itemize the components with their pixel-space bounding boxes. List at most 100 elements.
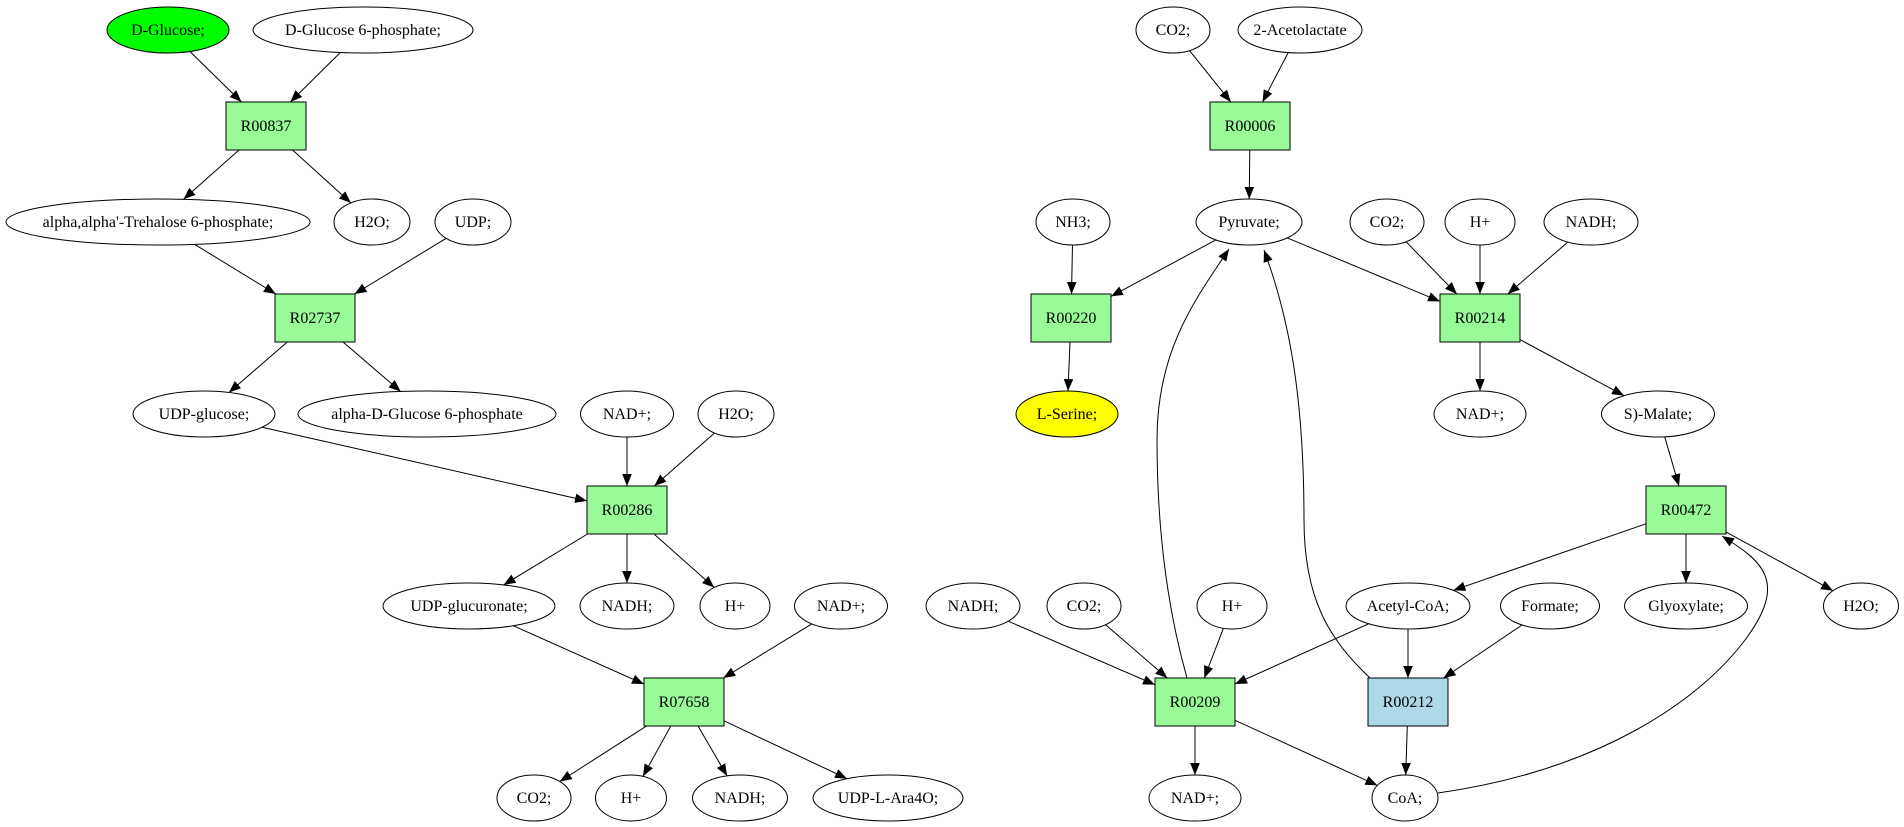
reaction-node-r00212[interactable]: R00212 — [1367, 677, 1449, 727]
node-label: 2-Acetolactate — [1253, 22, 1346, 39]
edges-layer — [183, 50, 1834, 794]
reaction-node-r00837[interactable]: R00837 — [225, 101, 307, 151]
node-label: NH3; — [1055, 214, 1091, 231]
compound-ellipse — [812, 774, 964, 822]
compound-node-nad[interactable]: NAD+; — [1433, 390, 1527, 438]
node-label: Pyruvate; — [1218, 214, 1279, 231]
compound-node-l-serine[interactable]: L-Serine; — [1015, 390, 1119, 438]
reaction-node-r00214[interactable]: R00214 — [1439, 293, 1521, 343]
compound-node-nh3[interactable]: NH3; — [1035, 198, 1111, 246]
compound-node-h2o[interactable]: H2O; — [1823, 582, 1899, 630]
compound-node-alpha-alpha-trehalose-6-phosphate[interactable]: alpha,alpha'-Trehalose 6-phosphate; — [5, 198, 311, 246]
compound-node-co2[interactable]: CO2; — [1135, 6, 1211, 54]
compound-ellipse — [1500, 582, 1600, 630]
compound-node-s-malate[interactable]: S)-Malate; — [1601, 390, 1715, 438]
reaction-node-r00220[interactable]: R00220 — [1030, 293, 1112, 343]
node-label: D-Glucose; — [131, 22, 205, 39]
compound-ellipse — [132, 390, 276, 438]
edge-c-pyruvate-to-r-R00214 — [1287, 237, 1441, 302]
compound-ellipse — [1433, 390, 1527, 438]
node-label: Acetyl-CoA; — [1367, 598, 1450, 615]
compound-ellipse — [333, 198, 411, 246]
node-label: NADH; — [715, 790, 766, 807]
compound-node-nad[interactable]: NAD+; — [580, 390, 674, 438]
reaction-node-r00006[interactable]: R00006 — [1209, 101, 1291, 151]
compound-node-h[interactable]: H+ — [1444, 198, 1516, 246]
compound-ellipse — [1624, 582, 1748, 630]
node-label: R07658 — [659, 694, 710, 711]
edge-c-dg6p-to-r-R00837 — [289, 52, 341, 103]
compound-ellipse — [1015, 390, 1119, 438]
compound-node-udp-glucose[interactable]: UDP-glucose; — [132, 390, 276, 438]
edge-c-co2-4-to-r-R00209 — [1105, 624, 1168, 679]
edge-c-dglucose-to-r-R00837 — [189, 51, 242, 103]
compound-node-d-glucose-6-phosphate[interactable]: D-Glucose 6-phosphate; — [252, 6, 474, 54]
reaction-node-r07658[interactable]: R07658 — [643, 677, 725, 727]
compound-node-h2o[interactable]: H2O; — [333, 198, 411, 246]
compound-node-udp-glucuronate[interactable]: UDP-glucuronate; — [382, 582, 556, 630]
compound-ellipse — [925, 582, 1021, 630]
compound-ellipse — [1035, 198, 1111, 246]
edge-c-smalate-to-r-R00472 — [1664, 436, 1681, 487]
reaction-box — [225, 101, 307, 151]
edge-r-R07658-to-c-nadh-2 — [697, 725, 728, 777]
node-label: NADH; — [948, 598, 999, 615]
reaction-box — [1645, 485, 1727, 535]
compound-ellipse — [434, 198, 512, 246]
edge-c-pyruvate-to-r-R00220 — [1110, 239, 1217, 297]
compound-node-h[interactable]: H+ — [1196, 582, 1268, 630]
compound-ellipse — [252, 6, 474, 54]
compound-node-pyruvate[interactable]: Pyruvate; — [1195, 198, 1303, 246]
compound-ellipse — [297, 390, 557, 438]
node-label: R00209 — [1170, 694, 1221, 711]
compound-ellipse — [1148, 774, 1242, 822]
edge-c-nadh-4-to-r-R00209 — [1008, 620, 1156, 686]
compound-node-co2[interactable]: CO2; — [1046, 582, 1122, 630]
edge-c-coa-to-r-R00472 — [1437, 535, 1768, 794]
compound-ellipse — [794, 582, 888, 630]
compound-node-nad[interactable]: NAD+; — [794, 582, 888, 630]
compound-node-alpha-d-glucose-6-phosphate[interactable]: alpha-D-Glucose 6-phosphate — [297, 390, 557, 438]
compound-node-h2o[interactable]: H2O; — [697, 390, 775, 438]
edge-c-nh3-to-r-R00220 — [1066, 244, 1077, 295]
node-label: H+ — [725, 598, 746, 615]
edge-c-formate-to-r-R00212 — [1443, 624, 1523, 679]
compound-ellipse — [1046, 582, 1122, 630]
node-label: NADH; — [602, 598, 653, 615]
compound-node-coa[interactable]: CoA; — [1371, 774, 1439, 822]
node-label: R00212 — [1383, 694, 1434, 711]
compound-node-co2[interactable]: CO2; — [1349, 198, 1425, 246]
compound-ellipse — [1195, 198, 1303, 246]
node-label: UDP-glucose; — [159, 406, 250, 423]
node-label: CO2; — [1067, 598, 1102, 615]
compound-ellipse — [697, 390, 775, 438]
compound-ellipse — [1345, 582, 1471, 630]
compound-node-nadh[interactable]: NADH; — [925, 582, 1021, 630]
compound-node-nadh[interactable]: NADH; — [692, 774, 788, 822]
compound-node-nadh[interactable]: NADH; — [579, 582, 675, 630]
compound-node-udp-l-ara4o[interactable]: UDP-L-Ara4O; — [812, 774, 964, 822]
reaction-node-r00209[interactable]: R00209 — [1154, 677, 1236, 727]
node-label: alpha-D-Glucose 6-phosphate — [331, 406, 523, 423]
compound-node-acetyl-coa[interactable]: Acetyl-CoA; — [1345, 582, 1471, 630]
reaction-node-r00472[interactable]: R00472 — [1645, 485, 1727, 535]
compound-node-h[interactable]: H+ — [699, 582, 771, 630]
edge-c-udpglucuronate-to-r-R07658 — [512, 625, 645, 685]
node-label: H2O; — [1843, 598, 1879, 615]
edge-r-R00212-to-c-pyruvate — [1263, 249, 1371, 679]
compound-node-nad[interactable]: NAD+; — [1148, 774, 1242, 822]
compound-node-d-glucose[interactable]: D-Glucose; — [106, 6, 230, 54]
reaction-node-r00286[interactable]: R00286 — [586, 485, 668, 535]
compound-node-co2[interactable]: CO2; — [496, 774, 572, 822]
compound-node-glyoxylate[interactable]: Glyoxylate; — [1624, 582, 1748, 630]
compound-node-2-acetolactate[interactable]: 2-Acetolactate — [1237, 6, 1363, 54]
reaction-node-r02737[interactable]: R02737 — [274, 293, 356, 343]
edge-r-R07658-to-c-udplara4o — [723, 720, 848, 780]
compound-node-nadh[interactable]: NADH; — [1543, 198, 1639, 246]
compound-node-udp[interactable]: UDP; — [434, 198, 512, 246]
compound-node-formate[interactable]: Formate; — [1500, 582, 1600, 630]
reaction-box — [1209, 101, 1291, 151]
edge-r-R00472-to-c-acetylcoa — [1453, 523, 1647, 591]
compound-node-h[interactable]: H+ — [595, 774, 667, 822]
